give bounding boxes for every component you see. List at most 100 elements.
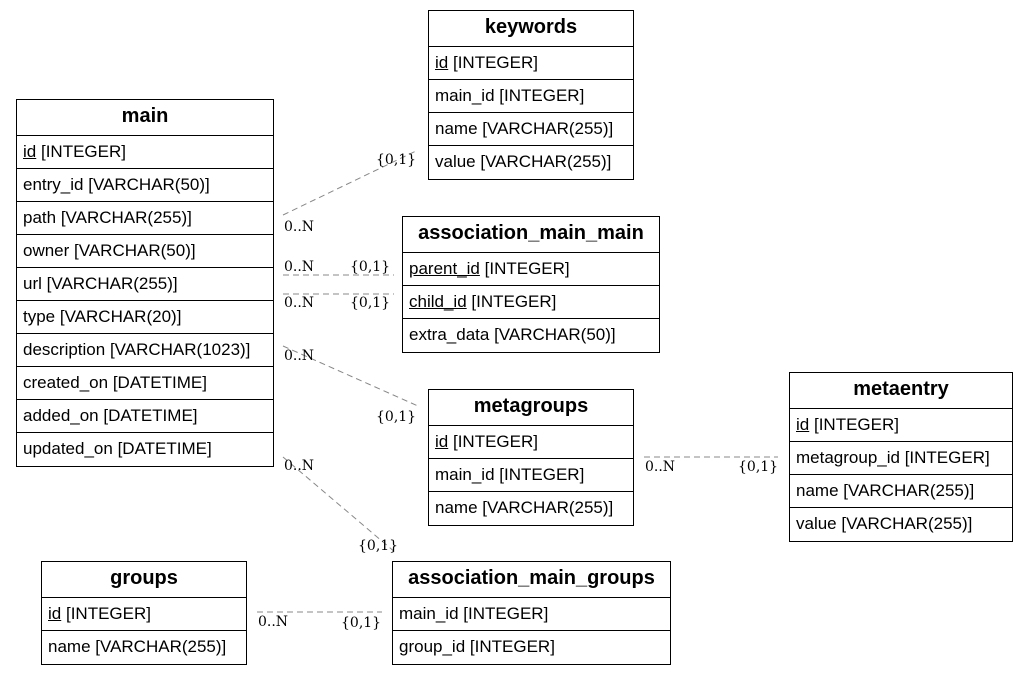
- column-row: entry_id [VARCHAR(50)]: [17, 169, 273, 202]
- column-row: path [VARCHAR(255)]: [17, 202, 273, 235]
- column-type: [VARCHAR(255)]: [95, 637, 227, 656]
- column-name: main_id: [435, 465, 495, 484]
- column-type: [VARCHAR(255)]: [843, 481, 975, 500]
- column-row: owner [VARCHAR(50)]: [17, 235, 273, 268]
- primary-key-name: parent_id: [409, 259, 480, 278]
- column-name: description: [23, 340, 106, 359]
- primary-key-name: id: [796, 415, 810, 434]
- cardinality-to: {0,1}: [350, 295, 390, 311]
- column-row: main_id [INTEGER]: [393, 598, 670, 631]
- column-row: extra_data [VARCHAR(50)]: [403, 319, 659, 352]
- column-name: entry_id: [23, 175, 84, 194]
- primary-key-name: id: [48, 604, 62, 623]
- column-name: added_on: [23, 406, 99, 425]
- column-type: [VARCHAR(50)]: [494, 325, 616, 344]
- column-name: name: [435, 498, 478, 517]
- primary-key-name: id: [435, 53, 449, 72]
- relationship-edge: [282, 149, 419, 216]
- column-row: value [VARCHAR(255)]: [790, 508, 1012, 541]
- column-type: [DATETIME]: [112, 373, 207, 392]
- primary-key-name: child_id: [409, 292, 467, 311]
- column-row: id [INTEGER]: [790, 409, 1012, 442]
- column-name: url: [23, 274, 42, 293]
- column-type: [VARCHAR(255)]: [60, 208, 192, 227]
- column-row: type [VARCHAR(20)]: [17, 301, 273, 334]
- column-type: [VARCHAR(20)]: [59, 307, 182, 326]
- column-row: main_id [INTEGER]: [429, 80, 633, 113]
- column-row: id [INTEGER]: [429, 47, 633, 80]
- column-row: id [INTEGER]: [17, 136, 273, 169]
- column-type: [VARCHAR(255)]: [46, 274, 178, 293]
- cardinality-to: {0,1}: [376, 409, 416, 425]
- column-row: created_on [DATETIME]: [17, 367, 273, 400]
- column-row: parent_id [INTEGER]: [403, 253, 659, 286]
- table-title: main: [17, 100, 273, 136]
- column-type: [INTEGER]: [499, 465, 585, 484]
- column-type: [INTEGER]: [463, 604, 549, 623]
- column-type: [INTEGER]: [452, 53, 538, 72]
- table-title: groups: [42, 562, 246, 598]
- column-row: description [VARCHAR(1023)]: [17, 334, 273, 367]
- table-title: metaentry: [790, 373, 1012, 409]
- column-name: metagroup_id: [796, 448, 900, 467]
- column-name: main_id: [435, 86, 495, 105]
- column-type: [INTEGER]: [452, 432, 538, 451]
- column-type: [INTEGER]: [499, 86, 585, 105]
- column-row: name [VARCHAR(255)]: [429, 492, 633, 525]
- column-row: url [VARCHAR(255)]: [17, 268, 273, 301]
- cardinality-from: 0..N: [258, 614, 288, 630]
- column-type: [INTEGER]: [471, 292, 557, 311]
- column-name: updated_on: [23, 439, 113, 458]
- column-row: main_id [INTEGER]: [429, 459, 633, 492]
- column-type: [VARCHAR(255)]: [480, 152, 612, 171]
- table-title: association_main_groups: [393, 562, 670, 598]
- column-type: [DATETIME]: [103, 406, 198, 425]
- column-row: value [VARCHAR(255)]: [429, 146, 633, 179]
- column-name: owner: [23, 241, 70, 260]
- column-name: value: [435, 152, 476, 171]
- primary-key-name: id: [23, 142, 37, 161]
- table-title: keywords: [429, 11, 633, 47]
- column-name: main_id: [399, 604, 459, 623]
- column-row: metagroup_id [INTEGER]: [790, 442, 1012, 475]
- column-type: [INTEGER]: [469, 637, 555, 656]
- column-type: [INTEGER]: [40, 142, 126, 161]
- column-row: name [VARCHAR(255)]: [42, 631, 246, 664]
- cardinality-to: {0,1}: [350, 259, 390, 275]
- column-type: [VARCHAR(50)]: [88, 175, 210, 194]
- column-type: [INTEGER]: [813, 415, 899, 434]
- relationship-edge: [282, 456, 397, 554]
- cardinality-to: {0,1}: [376, 152, 416, 168]
- column-type: [INTEGER]: [484, 259, 570, 278]
- column-type: [VARCHAR(50)]: [74, 241, 196, 260]
- cardinality-to: {0,1}: [358, 538, 398, 554]
- column-row: added_on [DATETIME]: [17, 400, 273, 433]
- table-title: metagroups: [429, 390, 633, 426]
- column-name: name: [796, 481, 839, 500]
- cardinality-from: 0..N: [284, 259, 314, 275]
- column-type: [VARCHAR(255)]: [482, 498, 614, 517]
- column-name: created_on: [23, 373, 109, 392]
- cardinality-from: 0..N: [284, 295, 314, 311]
- column-type: [INTEGER]: [65, 604, 151, 623]
- column-name: type: [23, 307, 56, 326]
- column-row: id [INTEGER]: [42, 598, 246, 631]
- column-name: name: [435, 119, 478, 138]
- relationship-edge: [282, 345, 419, 407]
- cardinality-from: 0..N: [645, 459, 675, 475]
- table-title: association_main_main: [403, 217, 659, 253]
- cardinality-to: {0,1}: [341, 615, 381, 631]
- column-row: group_id [INTEGER]: [393, 631, 670, 664]
- column-name: extra_data: [409, 325, 490, 344]
- column-name: path: [23, 208, 57, 227]
- column-type: [DATETIME]: [117, 439, 212, 458]
- column-type: [INTEGER]: [904, 448, 990, 467]
- column-name: group_id: [399, 637, 466, 656]
